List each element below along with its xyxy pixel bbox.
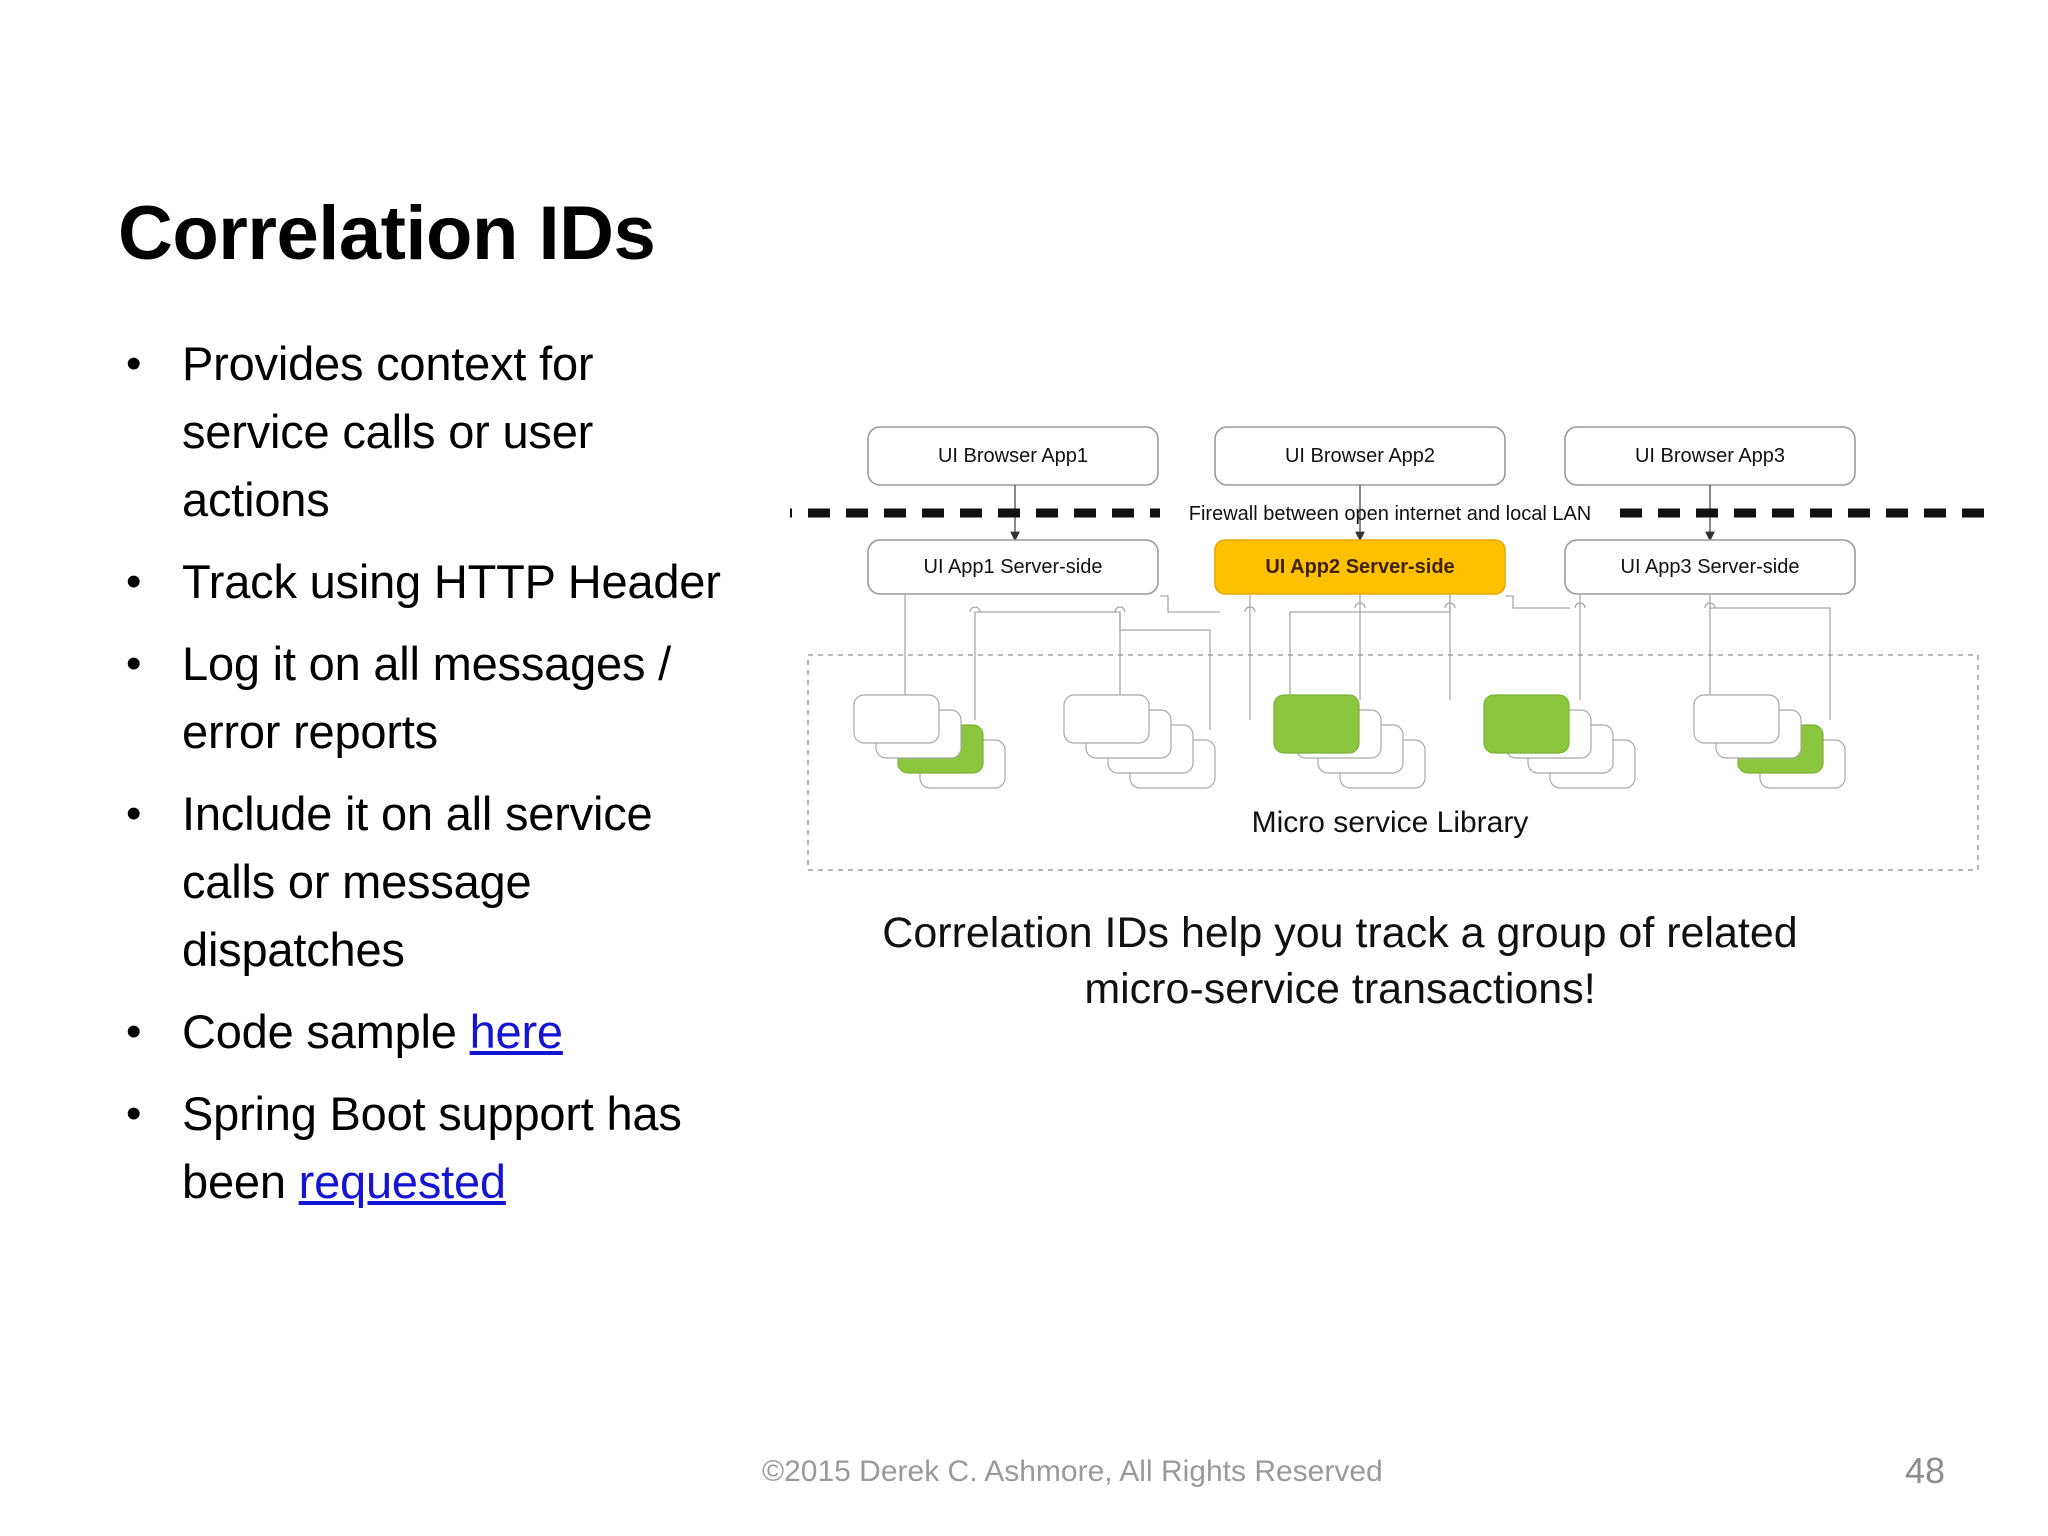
footer-copyright: ©2015 Derek C. Ashmore, All Rights Reser…: [762, 1455, 1383, 1488]
code-sample-link[interactable]: here: [469, 1005, 563, 1058]
list-item: • Log it on all messages / error reports: [112, 630, 752, 766]
bullet-text-body: Log it on all messages / error reports: [182, 637, 671, 758]
microservice-card-5-1: [1693, 694, 1780, 744]
bullet-text: Spring Boot support has been requested: [182, 1080, 752, 1216]
microservice-stack-4: [1483, 694, 1636, 789]
diagram-caption-line1: Correlation IDs help you track a group o…: [882, 909, 1798, 957]
server-label-2: UI App2 Server-side: [1265, 556, 1454, 578]
microservice-stacks: [853, 694, 1846, 789]
connector-jump-5: [1444, 602, 1456, 609]
microservice-library-container: [807, 654, 1979, 871]
microservice-stack-3: [1273, 694, 1426, 789]
connector-jump-2: [1114, 606, 1126, 613]
bullet-list: • Provides context for service calls or …: [112, 330, 752, 1230]
microservice-card-1-1: [853, 694, 940, 744]
service-connectors: [904, 594, 1831, 730]
architecture-diagram: UI Browser App1 UI Browser App2 UI Brows…: [790, 400, 1990, 900]
connector-jump-7: [1704, 602, 1716, 609]
bullet-text-body: Include it on all service calls or messa…: [182, 787, 653, 976]
browser-label-3: UI Browser App3: [1635, 445, 1785, 467]
connector-app1-ms3: [975, 611, 1121, 700]
bullet-text-body: Code sample: [182, 1005, 470, 1058]
page-title: Correlation IDs: [118, 191, 656, 276]
bullet-text: Track using HTTP Header: [182, 548, 752, 616]
microservice-stack-5: [1693, 694, 1846, 789]
diagram-caption-line2: micro-service transactions!: [1084, 965, 1596, 1013]
firewall-label: Firewall between open internet and local…: [1189, 503, 1591, 525]
connector-jump-3: [1244, 606, 1256, 613]
microservice-card-4-1: [1483, 694, 1570, 754]
spring-boot-requested-link[interactable]: requested: [298, 1155, 506, 1208]
microservice-card-2-1: [1063, 694, 1150, 744]
bullet-marker-icon: •: [126, 1007, 142, 1056]
bullet-marker-icon: •: [126, 339, 142, 388]
server-label-1: UI App1 Server-side: [924, 556, 1103, 578]
server-label-3: UI App3 Server-side: [1621, 556, 1800, 578]
microservice-card-3-1: [1273, 694, 1360, 754]
bullet-text: Include it on all service calls or messa…: [182, 780, 752, 984]
browser-label-1: UI Browser App1: [938, 445, 1088, 467]
bullet-marker-icon: •: [126, 1089, 142, 1138]
bullet-marker-icon: •: [126, 557, 142, 606]
list-item: • Code sample here: [112, 998, 752, 1066]
bullet-text-body: Track using HTTP Header: [182, 555, 721, 608]
connector-jump-4: [1354, 602, 1366, 609]
bullet-text: Code sample here: [182, 998, 752, 1066]
connector-jump-6: [1574, 602, 1586, 609]
bullet-marker-icon: •: [126, 639, 142, 688]
bullet-text: Log it on all messages / error reports: [182, 630, 752, 766]
connector-bus-a: [1160, 595, 1220, 613]
microservice-stack-1: [853, 694, 1006, 789]
firewall-divider: Firewall between open internet and local…: [790, 503, 1990, 525]
list-item: • Include it on all service calls or mes…: [112, 780, 752, 984]
diagram-caption: Correlation IDs help you track a group o…: [860, 905, 1820, 1017]
connector-bus-b: [1505, 595, 1570, 609]
list-item: • Provides context for service calls or …: [112, 330, 752, 534]
server-box-1: [867, 539, 1159, 595]
microservice-library-label: Micro service Library: [1252, 806, 1529, 839]
bullet-text: Provides context for service calls or us…: [182, 330, 752, 534]
bullet-marker-icon: •: [126, 789, 142, 838]
server-row: UI App1 Server-side UI App2 Server-side …: [867, 539, 1856, 595]
list-item: • Spring Boot support has been requested: [112, 1080, 752, 1216]
bullet-text-body: Provides context for service calls or us…: [182, 337, 594, 526]
connector-app1-ms4: [1119, 612, 1211, 730]
connector-app3-ms5b: [1710, 607, 1831, 720]
browser-label-2: UI Browser App2: [1285, 445, 1435, 467]
microservice-stack-2: [1063, 694, 1216, 789]
connector-jump-1: [969, 606, 981, 613]
footer-page-number: 48: [1905, 1450, 1946, 1491]
bullet-text-body: Spring Boot support has been: [182, 1087, 682, 1208]
browser-box-1: [867, 426, 1159, 486]
browser-row: UI Browser App1 UI Browser App2 UI Brows…: [867, 426, 1856, 486]
list-item: • Track using HTTP Header: [112, 548, 752, 616]
